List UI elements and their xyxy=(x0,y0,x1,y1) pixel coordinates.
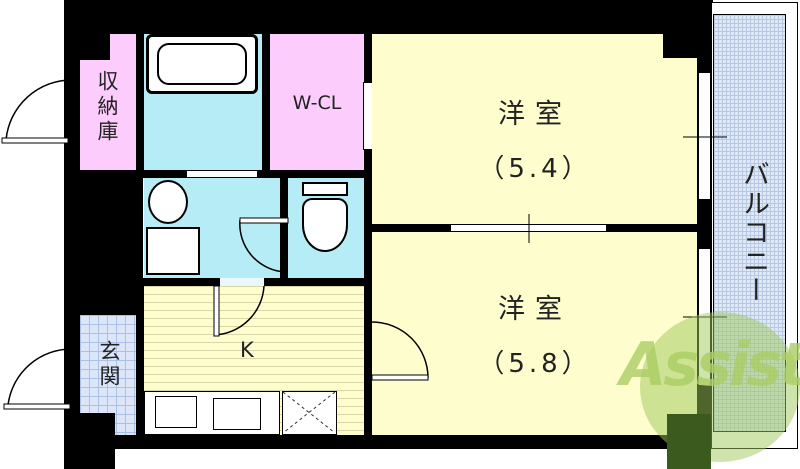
storage-door-leaf[interactable] xyxy=(1,137,69,144)
outer-wall-bottom xyxy=(115,435,705,449)
entrance-door-arc xyxy=(7,348,73,406)
watermark-block xyxy=(667,414,711,469)
bath-sliding-door[interactable] xyxy=(186,170,258,178)
fridge-space xyxy=(282,391,337,435)
corner-column-2 xyxy=(663,30,703,58)
entrance-bottom-block xyxy=(80,413,115,469)
storage-door-arc xyxy=(5,79,73,141)
wcl-label: W-CL xyxy=(292,92,342,114)
storage-notch xyxy=(80,34,110,60)
window-room1[interactable] xyxy=(698,72,711,200)
washing-machine-drum xyxy=(148,180,188,224)
room2-door-leaf[interactable] xyxy=(371,374,429,381)
toilet-bowl xyxy=(302,198,348,252)
toilet-door-leaf[interactable] xyxy=(239,217,289,224)
stove xyxy=(155,396,197,428)
outer-wall-left-block xyxy=(80,170,143,315)
wall-wcl-room xyxy=(364,34,372,439)
washroom-door-leaf[interactable] xyxy=(213,285,220,337)
room2-label: 洋室 xyxy=(498,294,572,325)
walk-in-closet xyxy=(270,34,364,170)
wall-storage-bath xyxy=(136,34,144,174)
washbasin xyxy=(146,227,200,275)
sink xyxy=(213,398,261,430)
storage-label: 収納庫 xyxy=(95,70,119,145)
western-room-1 xyxy=(372,34,697,224)
kitchen-label: K xyxy=(240,338,254,362)
balcony-label: バルコニー xyxy=(738,160,769,305)
toilet-tank xyxy=(302,182,348,196)
room1-size: （5.4） xyxy=(478,154,592,184)
watermark-logo: Assist xyxy=(620,330,800,400)
wall-kitchen-left xyxy=(136,286,144,436)
washroom-door-arc xyxy=(213,285,265,336)
entrance-door-leaf[interactable] xyxy=(3,403,71,410)
entrance-label: 玄関 xyxy=(97,340,121,390)
wall-wash-toilet xyxy=(280,178,288,278)
room1-label: 洋室 xyxy=(498,99,572,130)
watermark-circle xyxy=(640,312,800,462)
outer-wall-left xyxy=(64,0,80,469)
outer-wall-top xyxy=(64,0,711,34)
bathtub-basin xyxy=(157,43,247,85)
fridge-cross-icon xyxy=(283,392,335,433)
wall-bath-wcl xyxy=(262,34,270,174)
kitchen-counter xyxy=(144,391,280,435)
bathtub xyxy=(146,34,258,94)
washroom-door-opening[interactable] xyxy=(220,278,264,286)
toilet-door-arc xyxy=(239,219,287,273)
room2-size: （5.8） xyxy=(478,349,592,379)
room2-door-arc xyxy=(371,321,429,379)
